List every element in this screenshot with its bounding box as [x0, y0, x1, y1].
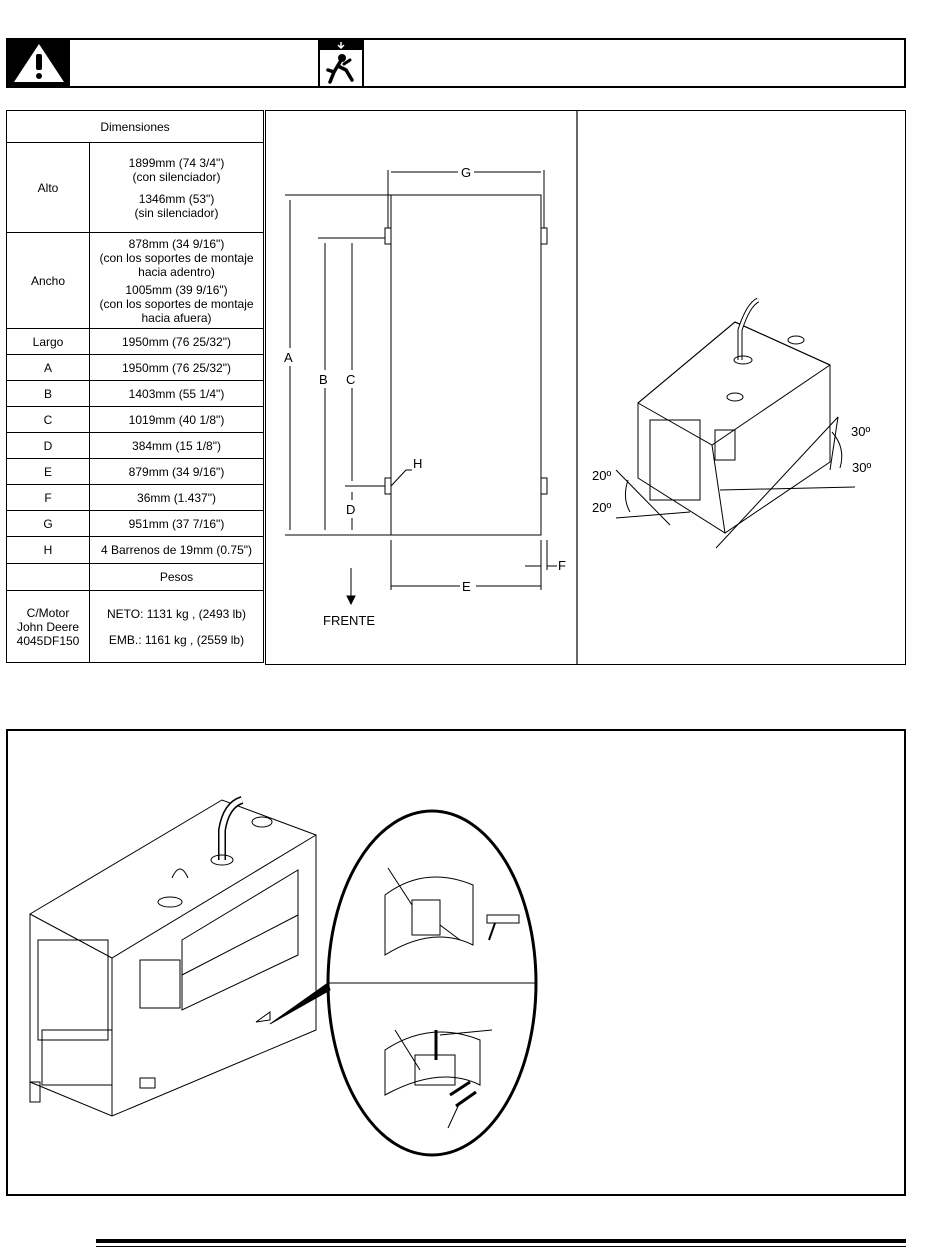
label-b: B — [319, 372, 328, 387]
row-label-g: G — [6, 510, 90, 537]
label-a: A — [284, 350, 293, 365]
row-value-ancho: 878mm (34 9/16") (con los soportes de mo… — [89, 232, 264, 329]
dimensions-table: Dimensiones Alto 1899mm (74 3/4") (con s… — [6, 110, 264, 663]
row-value-b: 1403mm (55 1/4") — [89, 380, 264, 407]
row-label-f: F — [6, 484, 90, 511]
row-label-c: C — [6, 406, 90, 433]
row-label-e: E — [6, 458, 90, 485]
label-e: E — [462, 579, 471, 594]
drawing-panel: A B C D E F G H FRENTE — [265, 110, 906, 665]
row-value-h: 4 Barrenos de 19mm (0.75") — [89, 536, 264, 564]
weights-engine-label: C/Motor John Deere 4045DF150 — [6, 590, 90, 663]
row-value-c: 1019mm (40 1/8") — [89, 406, 264, 433]
table-header-dimensions: Dimensiones — [6, 110, 264, 143]
mounting-illustration-box — [6, 729, 906, 1196]
row-label-b: B — [6, 380, 90, 407]
row-label-a: A — [6, 354, 90, 381]
table-header-weights: Pesos — [89, 563, 264, 591]
label-h: H — [413, 456, 422, 471]
row-value-e: 879mm (34 9/16") — [89, 458, 264, 485]
warning-triangle-icon — [8, 40, 70, 86]
row-value-f: 36mm (1.437") — [89, 484, 264, 511]
row-label-h: H — [6, 536, 90, 564]
row-label-ancho: Ancho — [6, 232, 90, 329]
front-label: FRENTE — [323, 613, 375, 628]
row-label-alto: Alto — [6, 142, 90, 233]
base-outline-diagram — [285, 170, 557, 606]
row-value-d: 384mm (15 1/8") — [89, 432, 264, 459]
weights-values: NETO: 1131 kg , (2493 lb) EMB.: 1161 kg … — [89, 590, 264, 663]
label-d: D — [346, 502, 355, 517]
label-f: F — [558, 558, 566, 573]
angle-30-label-a: 30º — [851, 424, 870, 439]
weights-empty-cell — [6, 563, 90, 591]
row-label-d: D — [6, 432, 90, 459]
falling-hazard-icon — [318, 40, 364, 86]
row-value-a: 1950mm (76 25/32") — [89, 354, 264, 381]
generator-illustration — [29, 796, 317, 1117]
angle-30-label-b: 30º — [852, 460, 871, 475]
label-c: C — [346, 372, 355, 387]
footer-rule-thin — [96, 1246, 906, 1247]
detail-magnifier — [269, 809, 538, 1157]
warning-banner — [6, 38, 906, 88]
row-value-largo: 1950mm (76 25/32") — [89, 328, 264, 355]
label-g: G — [461, 165, 471, 180]
footer-rule — [96, 1239, 906, 1243]
row-value-alto: 1899mm (74 3/4") (con silenciador) 1346m… — [89, 142, 264, 233]
tilt-angle-diagram — [615, 297, 856, 549]
angle-20-label-b: 20º — [592, 500, 611, 515]
row-value-g: 951mm (37 7/16") — [89, 510, 264, 537]
angle-20-label-a: 20º — [592, 468, 611, 483]
row-label-largo: Largo — [6, 328, 90, 355]
